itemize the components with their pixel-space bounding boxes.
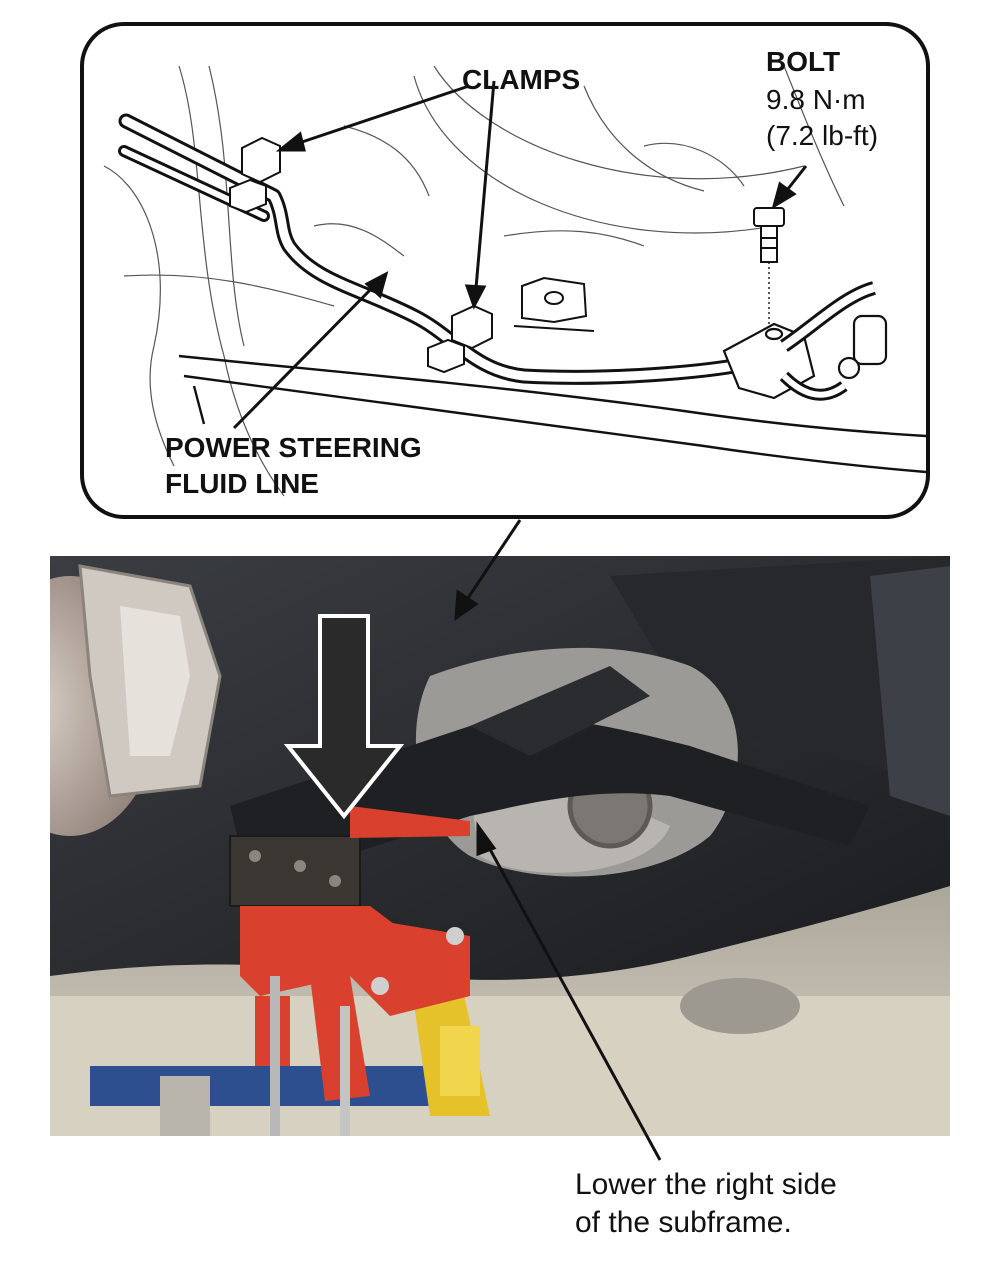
bolt-torque-nm: 9.8 N·m: [766, 84, 866, 115]
lower-subframe-arrow: [283, 614, 405, 820]
clamp-parts: [229, 136, 493, 374]
caption-line1: Lower the right side: [575, 1168, 837, 1201]
background-linework: [103, 65, 845, 497]
bolt-part: [753, 207, 785, 326]
lift-pad: [680, 978, 800, 1034]
subframe-outline: [178, 354, 926, 474]
power-steering-fluid-line: [118, 113, 742, 385]
clamps-label: CLAMPS: [462, 64, 581, 95]
inset-leader-arrows: [232, 80, 808, 430]
photo-artwork: [50, 556, 950, 1136]
jack-post: [270, 976, 280, 1136]
bolt-torque-lbft: (7.2 lb-ft): [766, 120, 879, 151]
mount-bracket: [513, 276, 595, 332]
inset-line-drawing: [80, 22, 930, 519]
bolt-label: BOLT: [766, 46, 841, 77]
fluid-line-label-line2: FLUID LINE: [165, 468, 319, 499]
caption-line2: of the subframe.: [575, 1206, 792, 1239]
underside-photo: [50, 556, 950, 1136]
line-fitting: [722, 281, 888, 401]
fluid-line-label-line1: POWER STEERING: [165, 432, 422, 463]
inset-artwork: [103, 65, 926, 497]
lift-base-blue: [90, 1066, 430, 1106]
